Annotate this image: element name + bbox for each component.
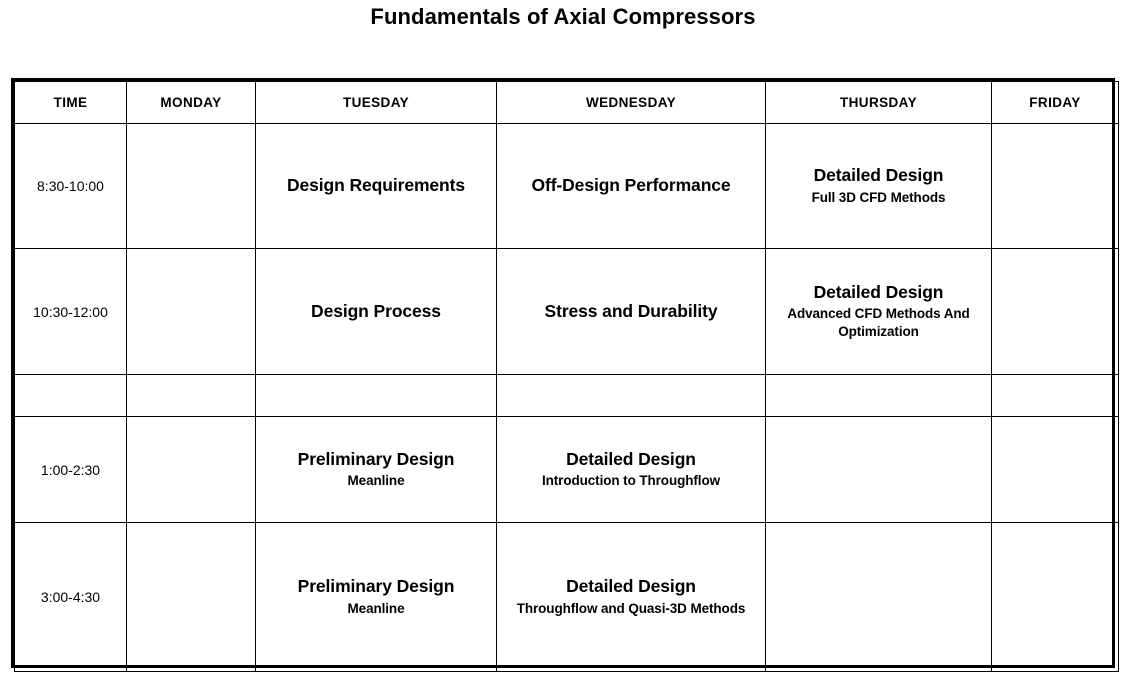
column-header-tuesday: TUESDAY: [255, 81, 497, 124]
session-title: Stress and Durability: [544, 300, 718, 321]
header-row: TIME MONDAY TUESDAY WEDNESDAY THURSDAY F…: [14, 81, 1119, 124]
table-row: 3:00-4:30 Preliminary Design Meanline De…: [14, 522, 1119, 672]
session-cell-wednesday: Detailed Design Introduction to Throughf…: [496, 416, 766, 523]
session-cell-thursday: Detailed Design Advanced CFD Methods And…: [765, 248, 992, 375]
session-title: Design Requirements: [286, 175, 465, 196]
session-subtitle: Meanline: [347, 473, 405, 489]
session-title: Detailed Design: [566, 576, 696, 597]
session-cell-wednesday: [496, 374, 766, 417]
table-row: 10:30-12:00 Design Process Stress and Du…: [14, 248, 1119, 375]
session-cell-monday: [126, 248, 256, 375]
table-row: 1:00-2:30 Preliminary Design Meanline De…: [14, 416, 1119, 523]
session-subtitle: Introduction to Throughflow: [541, 473, 720, 489]
session-subtitle: Full 3D CFD Methods: [811, 189, 946, 205]
session-cell-tuesday: Preliminary Design Meanline: [255, 416, 497, 523]
session-cell-monday: [126, 522, 256, 672]
column-header-monday: MONDAY: [126, 81, 256, 124]
column-header-friday: FRIDAY: [991, 81, 1119, 124]
session-cell-monday: [126, 374, 256, 417]
weekly-schedule-table: TIME MONDAY TUESDAY WEDNESDAY THURSDAY F…: [14, 81, 1119, 672]
session-title: Preliminary Design: [297, 448, 455, 469]
session-cell-thursday: Detailed Design Full 3D CFD Methods: [765, 123, 992, 249]
session-cell-tuesday: Design Process: [255, 248, 497, 375]
session-cell-friday: [991, 248, 1119, 375]
session-cell-monday: [126, 123, 256, 249]
session-cell-wednesday: Detailed Design Throughflow and Quasi-3D…: [496, 522, 766, 672]
time-slot-label: 3:00-4:30: [14, 522, 127, 672]
session-title: Preliminary Design: [297, 576, 455, 597]
time-slot-label: [14, 374, 127, 417]
column-header-wednesday: WEDNESDAY: [496, 81, 766, 124]
table-header: TIME MONDAY TUESDAY WEDNESDAY THURSDAY F…: [14, 81, 1119, 124]
table-row-spacer: [14, 374, 1119, 417]
session-cell-thursday: [765, 374, 992, 417]
session-cell-friday: [991, 522, 1119, 672]
session-cell-friday: [991, 416, 1119, 523]
time-slot-label: 8:30-10:00: [14, 123, 127, 249]
session-cell-tuesday: Design Requirements: [255, 123, 497, 249]
time-slot-label: 1:00-2:30: [14, 416, 127, 523]
column-header-thursday: THURSDAY: [765, 81, 992, 124]
session-subtitle: Meanline: [347, 600, 405, 616]
session-title: Detailed Design: [566, 448, 696, 469]
session-cell-tuesday: [255, 374, 497, 417]
session-cell-wednesday: Off-Design Performance: [496, 123, 766, 249]
table-row: 8:30-10:00 Design Requirements Off-Desig…: [14, 123, 1119, 249]
session-cell-thursday: [765, 416, 992, 523]
session-title: Detailed Design: [813, 165, 944, 186]
session-cell-tuesday: Preliminary Design Meanline: [255, 522, 497, 672]
session-cell-friday: [991, 123, 1119, 249]
session-subtitle: Throughflow and Quasi-3D Methods: [516, 600, 746, 616]
session-title: Off-Design Performance: [531, 175, 731, 196]
session-cell-monday: [126, 416, 256, 523]
table-body: 8:30-10:00 Design Requirements Off-Desig…: [14, 123, 1119, 672]
session-title: Design Process: [311, 300, 441, 321]
column-header-time: TIME: [14, 81, 127, 124]
schedule-table-container: TIME MONDAY TUESDAY WEDNESDAY THURSDAY F…: [11, 78, 1119, 672]
session-subtitle: Advanced CFD Methods And Optimization: [787, 306, 970, 340]
time-slot-label: 10:30-12:00: [14, 248, 127, 375]
session-cell-friday: [991, 374, 1119, 417]
session-cell-wednesday: Stress and Durability: [496, 248, 766, 375]
session-cell-thursday: [765, 522, 992, 672]
session-title: Detailed Design: [813, 281, 944, 302]
page-title: Fundamentals of Axial Compressors: [370, 4, 756, 29]
